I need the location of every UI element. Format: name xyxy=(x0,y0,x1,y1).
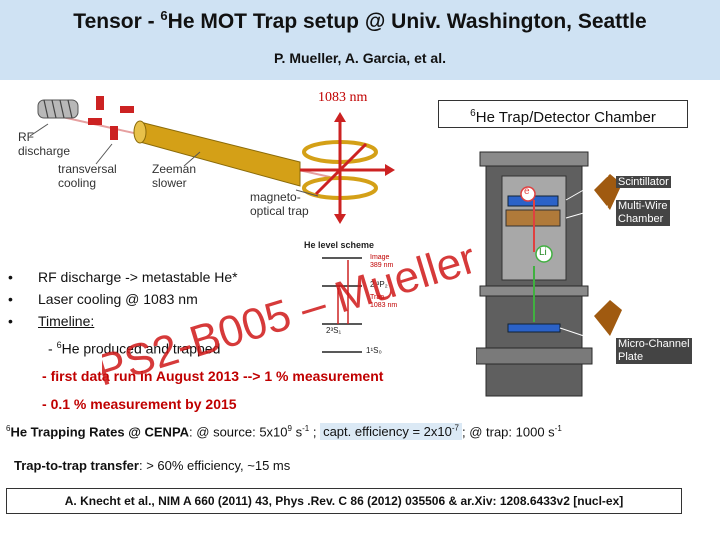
capture-efficiency-highlight: capt. efficiency = 2x10-7 xyxy=(320,423,462,441)
discharge-tube-icon xyxy=(37,99,79,119)
triplet-p-label: 2 ³P₂ xyxy=(370,280,388,289)
slower-end-icon xyxy=(133,120,147,144)
arrow-down-icon xyxy=(334,214,346,224)
lithium-marker-icon xyxy=(535,245,553,263)
leader-line xyxy=(295,189,319,197)
chamber-title: 6He Trap/Detector Chamber xyxy=(438,100,688,128)
arrow-right-icon xyxy=(385,164,395,176)
mirror-icon xyxy=(120,106,134,113)
micro-channel-plate-block xyxy=(507,323,561,333)
timeline-item-produced: - 6He produced and trapped xyxy=(48,340,221,357)
mirror-icon xyxy=(96,96,104,110)
electron-label: e xyxy=(524,186,530,197)
reference-box: A. Knecht et al., NIM A 660 (2011) 43, P… xyxy=(6,488,682,514)
mirror-icon xyxy=(88,118,102,125)
apparatus-drawing xyxy=(29,96,395,224)
transfer-line: Trap-to-trap transfer: > 60% efficiency,… xyxy=(14,458,291,473)
ground-level-label: 1¹S₀ xyxy=(366,346,382,355)
arrow-up-icon xyxy=(334,112,346,122)
coil-feedthrough-right-lower xyxy=(594,300,622,336)
level-scheme-drawing xyxy=(322,257,362,353)
list-item: •RF discharge -> metastable He* xyxy=(8,266,238,288)
list-item: •Laser cooling @ 1083 nm xyxy=(8,288,238,310)
label-mot: magneto-optical trap xyxy=(250,190,309,218)
leader-line xyxy=(559,327,609,345)
list-item: •Timeline: xyxy=(8,310,238,332)
slide-title: Tensor - 6He MOT Trap setup @ Univ. Wash… xyxy=(73,8,647,33)
bullet-icon: • xyxy=(8,269,13,285)
chamber-flange-bottom xyxy=(475,347,593,365)
level-scheme-title: He level scheme xyxy=(304,240,375,250)
timeline-item-first-run: - first data run in August 2013 --> 1 % … xyxy=(42,368,384,384)
mot-beam-diagonal xyxy=(314,142,368,196)
mirror-icon xyxy=(110,126,118,140)
leader-line xyxy=(29,123,49,137)
electron-marker-icon xyxy=(520,186,536,202)
title-bar: Tensor - 6He MOT Trap setup @ Univ. Wash… xyxy=(0,0,720,80)
chamber-flange-top xyxy=(479,151,589,167)
wavelength-label: 1083 nm xyxy=(318,90,368,105)
leader-line xyxy=(565,175,609,201)
leader-line xyxy=(565,205,609,219)
bullet-icon: • xyxy=(8,313,13,329)
bullet-list: •RF discharge -> metastable He* •Laser c… xyxy=(8,266,238,332)
bullet-icon: • xyxy=(8,291,13,307)
rf-coil-icon xyxy=(43,99,73,119)
lithium-label: Li xyxy=(539,247,547,258)
coil-feedthrough-right xyxy=(594,174,622,210)
authors-line: P. Mueller, A. Garcia, et al. xyxy=(274,50,446,66)
leader-line xyxy=(183,151,201,167)
chamber-drawing xyxy=(475,151,622,397)
timeline-item-2015: - 0.1 % measurement by 2015 xyxy=(42,396,237,412)
metastable-level-label: 2³S₁ xyxy=(326,326,342,335)
leader-line xyxy=(95,143,113,165)
trapping-rates-line: 6He Trapping Rates @ CENPA: @ source: 5x… xyxy=(6,423,562,441)
scintillator-label: Scintillator xyxy=(616,176,671,188)
